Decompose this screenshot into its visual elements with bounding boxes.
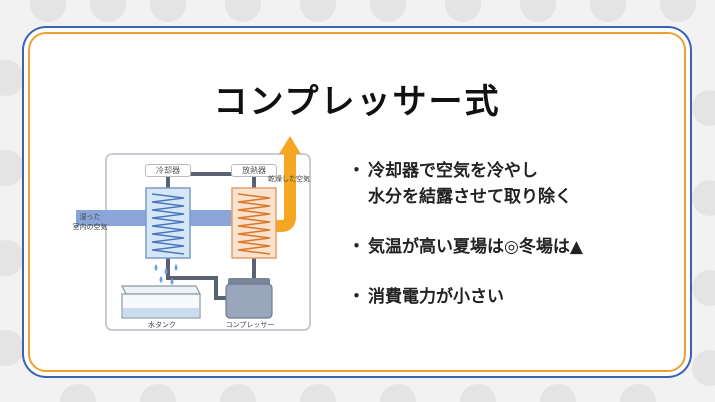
water-drop: [170, 278, 174, 285]
background-dot: [90, 0, 126, 22]
cooler-label: 冷却器: [145, 164, 191, 177]
background-dot: [300, 384, 336, 402]
pipe-bottom-left: [166, 258, 236, 300]
dehumidifier-diagram: 冷却器 放熱器 乾燥した空気 湿った 室内の空気 水タンク コンプレッサー: [73, 118, 316, 334]
inlet-label: 湿った 室内の空気: [70, 212, 110, 232]
background-dot: [520, 0, 556, 22]
diagram-svg: [76, 136, 311, 331]
bullet-item: ・ 消費電力が小さい: [348, 284, 668, 310]
background-dot: [0, 240, 24, 276]
background-dot: [692, 270, 715, 306]
bullet-text: 気温が高い夏場は◎冬場は▲: [368, 234, 583, 260]
bullet-text: 冷却器で空気を冷やし 水分を結露させて取り除く: [368, 158, 572, 210]
bullet-list: ・ 冷却器で空気を冷やし 水分を結露させて取り除く ・ 気温が高い夏場は◎冬場は…: [348, 158, 668, 334]
outlet-arrow-shaft: [266, 150, 296, 232]
bullet-1-line-1: 冷却器で空気を冷やし: [368, 161, 538, 181]
slide-title: コンプレッサー式: [207, 74, 507, 123]
compressor-body: [225, 283, 273, 319]
water-level: [123, 308, 199, 317]
bullet-text: 消費電力が小さい: [368, 284, 504, 310]
water-drop: [159, 276, 163, 283]
background-dot: [660, 0, 696, 22]
background-dot: [692, 350, 715, 386]
background-dot: [380, 384, 416, 402]
cooler-coil: [151, 193, 185, 255]
background-dot: [0, 60, 24, 96]
bullet-2: 気温が高い夏場は◎冬場は▲: [368, 237, 583, 257]
background-dot: [370, 0, 406, 22]
inlet-label-line2: 室内の空気: [72, 223, 108, 231]
background-dot: [140, 384, 176, 402]
housing-frame: [105, 153, 311, 331]
bullet-marker: ・: [348, 161, 365, 181]
background-dot: [60, 384, 96, 402]
title-wrap: コンプレッサー式: [30, 74, 684, 123]
slide-title-text: コンプレッサー式: [213, 82, 501, 122]
background-dot: [445, 0, 481, 22]
background-dot: [220, 384, 256, 402]
background-dot: [300, 0, 336, 22]
bullet-item: ・ 冷却器で空気を冷やし 水分を結露させて取り除く: [348, 158, 668, 210]
background-dot: [540, 384, 576, 402]
water-tank-top: [121, 285, 201, 295]
background-dot: [692, 90, 715, 126]
bullet-3: 消費電力が小さい: [368, 287, 504, 307]
background-dot: [460, 384, 496, 402]
bullet-marker: ・: [348, 287, 365, 307]
radiator-coil: [237, 193, 271, 255]
compressor-label: コンプレッサー: [225, 321, 275, 329]
background-dot: [0, 150, 24, 186]
background-dot: [590, 0, 626, 22]
tank-label: 水タンク: [148, 321, 176, 329]
outlet-label: 乾燥した空気: [268, 175, 310, 183]
water-drop: [154, 264, 158, 271]
background-dot: [150, 0, 186, 22]
water-drop: [164, 268, 168, 275]
background-dot: [225, 0, 261, 22]
water-drop: [174, 264, 178, 271]
background-dot: [30, 0, 66, 22]
radiator-label: 放熱器: [231, 164, 277, 177]
bullet-1-line-2: 水分を結露させて取り除く: [368, 187, 572, 207]
background-dot: [692, 180, 715, 216]
background-dot: [620, 384, 656, 402]
background-dot: [0, 330, 24, 366]
outlet-arrow-head: [279, 136, 301, 154]
bullet-item: ・ 気温が高い夏場は◎冬場は▲: [348, 234, 668, 260]
pipe-top: [166, 172, 256, 188]
bullet-marker: ・: [348, 237, 365, 257]
inlet-label-line1: 湿った: [79, 213, 101, 221]
